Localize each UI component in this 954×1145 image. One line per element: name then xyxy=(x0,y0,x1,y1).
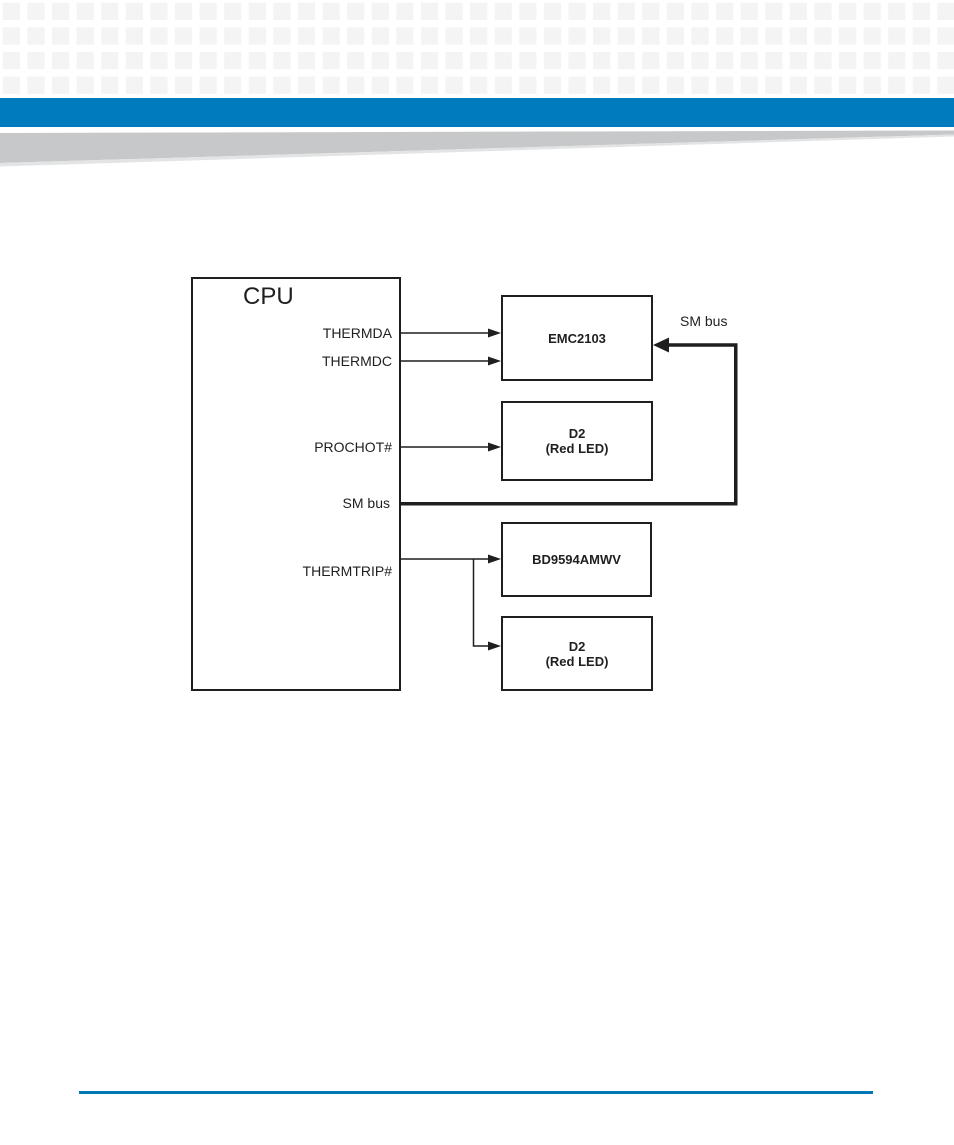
connector-thermtrip-branch xyxy=(472,559,489,647)
smbus-top-label: SM bus xyxy=(680,313,728,329)
arrowhead-prochot xyxy=(488,442,501,452)
pin-label-smbus: SM bus xyxy=(342,495,390,511)
pin-label-prochot: PROCHOT# xyxy=(314,439,392,455)
arrowhead-thermdc xyxy=(488,356,501,366)
cpu-block xyxy=(191,277,401,691)
arrowhead-thermda xyxy=(488,328,501,338)
arrowhead-thermtrip xyxy=(488,554,501,564)
footer-rule xyxy=(79,1091,873,1094)
d2-red-led-block-2: D2 (Red LED) xyxy=(501,616,653,691)
arrowhead-thermtrip-branch xyxy=(488,641,501,651)
pin-label-thermtrip: THERMTRIP# xyxy=(302,563,392,579)
header-swoosh xyxy=(0,130,954,167)
pin-label-thermdc: THERMDC xyxy=(322,353,392,369)
swoosh-soft-edge xyxy=(0,134,954,167)
d2-label-line1: D2 xyxy=(568,426,586,441)
header-blue-bar xyxy=(0,98,954,127)
d2-red-led-block-1: D2 (Red LED) xyxy=(501,401,653,481)
header-tile-pattern xyxy=(0,0,954,98)
emc2103-label: EMC2103 xyxy=(548,330,606,346)
bd9594amwv-block: BD9594AMWV xyxy=(501,522,652,597)
arrowhead-smbus xyxy=(653,337,669,353)
d2-label-line2: (Red LED) xyxy=(545,441,609,456)
emc2103-block: EMC2103 xyxy=(501,295,653,381)
swoosh-wedge xyxy=(0,130,954,163)
d2-label-line2: (Red LED) xyxy=(545,653,609,669)
d2-label-line1: D2 xyxy=(568,638,586,654)
pin-label-thermda: THERMDA xyxy=(322,325,392,341)
bd9594amwv-label: BD9594AMWV xyxy=(532,552,621,567)
cpu-block-title: CPU xyxy=(243,283,294,310)
